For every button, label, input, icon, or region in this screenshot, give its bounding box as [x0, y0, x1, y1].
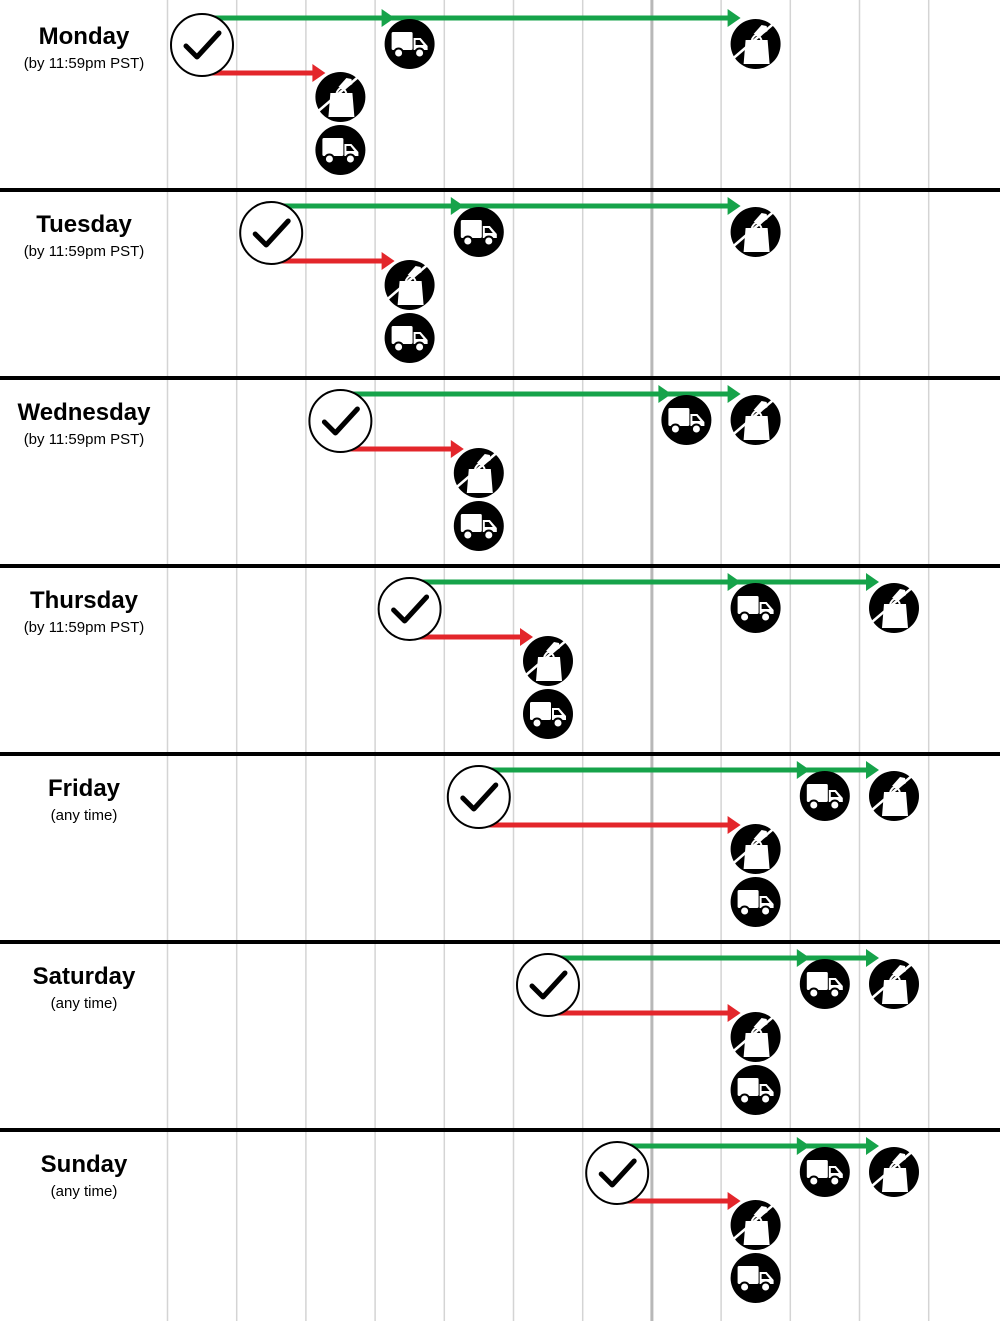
day-cutoff-note: (any time): [51, 1183, 118, 1200]
pickup-bag-icon: [730, 824, 781, 874]
truck-icon: [730, 583, 781, 633]
day-rows: Monday (by 11:59pm PST) Tuesday (by 11:59pm…: [18, 9, 919, 1303]
truck-icon: [453, 501, 504, 551]
day-name: Tuesday: [36, 211, 132, 238]
day-row: Saturday (any time): [33, 949, 919, 1115]
row-divider: [0, 1128, 1000, 1132]
pickup-bag-icon: [869, 959, 919, 1009]
pickup-bag-icon: [730, 395, 781, 445]
truck-icon: [384, 19, 435, 69]
day-cutoff-note: (by 11:59pm PST): [24, 55, 145, 72]
pickup-bag-icon: [730, 19, 781, 69]
truck-icon: [315, 125, 366, 175]
on-time-arrow-head: [796, 949, 810, 967]
on-time-arrow-head: [796, 1137, 810, 1155]
pickup-bag-icon: [869, 771, 919, 821]
row-divider: [0, 752, 1000, 756]
on-time-arrow: [210, 9, 741, 27]
day-name: Thursday: [30, 587, 139, 614]
on-time-arrow-head: [796, 761, 810, 779]
row-divider: [0, 376, 1000, 380]
late-arrow: [210, 64, 326, 82]
row-divider: [0, 188, 1000, 192]
pickup-bag-icon: [869, 583, 919, 633]
day-cutoff-note: (any time): [51, 807, 118, 824]
on-time-arrow: [417, 573, 879, 591]
day-name: Monday: [39, 23, 130, 50]
truck-icon: [523, 689, 573, 739]
truck-icon: [730, 1065, 781, 1115]
check-icon: [170, 13, 234, 77]
on-time-arrow-head: [450, 197, 464, 215]
on-time-arrow: [348, 385, 741, 403]
row-dividers: [0, 188, 1000, 1132]
day-cutoff-note: (by 11:59pm PST): [24, 619, 145, 636]
on-time-arrow-head: [658, 385, 672, 403]
check-icon: [308, 389, 373, 453]
check-icon: [239, 201, 304, 265]
check-icon: [585, 1141, 650, 1205]
pickup-bag-icon: [384, 260, 435, 310]
day-row: Sunday (any time): [41, 1137, 919, 1303]
check-icon: [446, 765, 511, 829]
late-arrow: [625, 1192, 741, 1210]
truck-icon: [661, 395, 712, 445]
check-icon: [516, 953, 580, 1017]
day-row: Tuesday (by 11:59pm PST): [24, 197, 781, 363]
truck-icon: [453, 207, 504, 257]
day-cutoff-note: (by 11:59pm PST): [24, 431, 145, 448]
day-row: Thursday (by 11:59pm PST): [24, 573, 919, 739]
day-cutoff-note: (any time): [51, 995, 118, 1012]
row-divider: [0, 564, 1000, 568]
column-grid: [166, 0, 930, 1321]
day-row: Friday (any time): [48, 761, 919, 927]
check-icon: [377, 577, 442, 641]
on-time-arrow: [279, 197, 741, 215]
truck-icon: [799, 959, 850, 1009]
truck-icon: [799, 1147, 850, 1197]
day-name: Sunday: [41, 1151, 128, 1178]
on-time-arrow-head: [727, 573, 741, 591]
late-arrow: [486, 816, 741, 834]
day-name: Saturday: [33, 963, 136, 990]
pickup-bag-icon: [315, 72, 366, 122]
pickup-bag-icon: [730, 1012, 781, 1062]
pickup-bag-icon: [730, 207, 781, 257]
late-arrow: [556, 1004, 741, 1022]
late-arrow: [279, 252, 395, 270]
day-row: Wednesday (by 11:59pm PST): [18, 385, 781, 551]
late-arrow: [348, 440, 464, 458]
on-time-arrow: [486, 761, 879, 779]
day-cutoff-note: (by 11:59pm PST): [24, 243, 145, 260]
pickup-bag-icon: [453, 448, 504, 498]
pickup-bag-icon: [523, 636, 573, 686]
late-arrow: [417, 628, 533, 646]
truck-icon: [730, 877, 781, 927]
truck-icon: [730, 1253, 781, 1303]
day-name: Wednesday: [18, 399, 152, 426]
truck-icon: [799, 771, 850, 821]
pickup-bag-icon: [730, 1200, 781, 1250]
row-divider: [0, 940, 1000, 944]
on-time-arrow-head: [381, 9, 395, 27]
on-time-arrow: [556, 949, 879, 967]
day-name: Friday: [48, 775, 121, 802]
on-time-arrow: [625, 1137, 879, 1155]
truck-icon: [384, 313, 435, 363]
pickup-bag-icon: [869, 1147, 919, 1197]
day-row: Monday (by 11:59pm PST): [24, 9, 781, 175]
